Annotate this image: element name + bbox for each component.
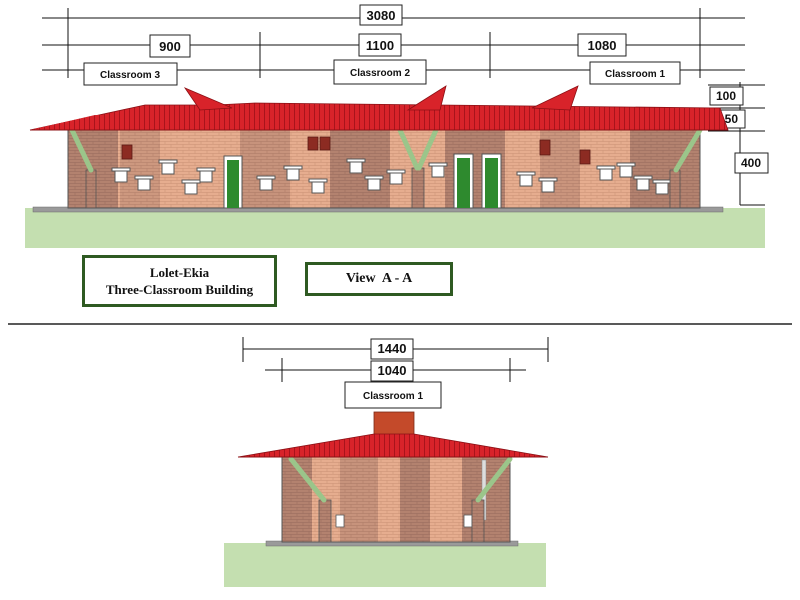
front-pillars <box>85 167 681 209</box>
svg-text:900: 900 <box>159 39 181 54</box>
svg-text:1440: 1440 <box>378 341 407 356</box>
front-ground <box>25 208 765 248</box>
label-classroom-2: Classroom 2 <box>333 59 427 85</box>
svg-text:1040: 1040 <box>378 363 407 378</box>
building-title-line1: Lolet-Ekia <box>149 265 210 280</box>
front-windows <box>111 158 672 195</box>
label-side-classroom-1: Classroom 1 <box>344 381 442 409</box>
building-title-box: Lolet-Ekia Three-Classroom Building <box>82 255 277 307</box>
svg-text:Classroom 1: Classroom 1 <box>363 391 423 402</box>
side-chimney <box>373 411 415 437</box>
front-doors <box>223 153 502 209</box>
dimension-overall: 3080 <box>359 4 403 26</box>
label-classroom-3: Classroom 3 <box>83 62 178 86</box>
dimension-side-inner: 1040 <box>370 360 414 382</box>
building-title-line2: Three-Classroom Building <box>105 282 254 297</box>
svg-text:1100: 1100 <box>366 38 394 53</box>
view-title: View A - A <box>345 271 413 286</box>
dimension-right: 1080 <box>577 33 627 57</box>
dimension-eave-top: 100 <box>709 86 744 106</box>
svg-text:400: 400 <box>741 156 761 170</box>
svg-text:Classroom 3: Classroom 3 <box>100 70 160 81</box>
side-struts <box>288 456 513 503</box>
label-classroom-1: Classroom 1 <box>589 61 681 85</box>
dimension-middle: 1100 <box>358 33 402 57</box>
side-ground <box>224 543 546 587</box>
front-vent-windows <box>121 136 591 165</box>
svg-text:100: 100 <box>716 89 736 103</box>
svg-text:3080: 3080 <box>367 8 396 23</box>
front-struts <box>69 127 703 173</box>
svg-text:Classroom 2: Classroom 2 <box>350 68 410 79</box>
svg-text:Classroom 1: Classroom 1 <box>605 69 665 80</box>
dimension-left: 900 <box>149 34 191 58</box>
side-roof <box>237 433 549 458</box>
dimension-wall: 400 <box>734 152 769 174</box>
svg-text:1080: 1080 <box>588 38 617 53</box>
front-roof <box>29 85 729 131</box>
view-title-box: View A - A <box>305 262 453 296</box>
dimension-side-overall: 1440 <box>370 338 414 360</box>
